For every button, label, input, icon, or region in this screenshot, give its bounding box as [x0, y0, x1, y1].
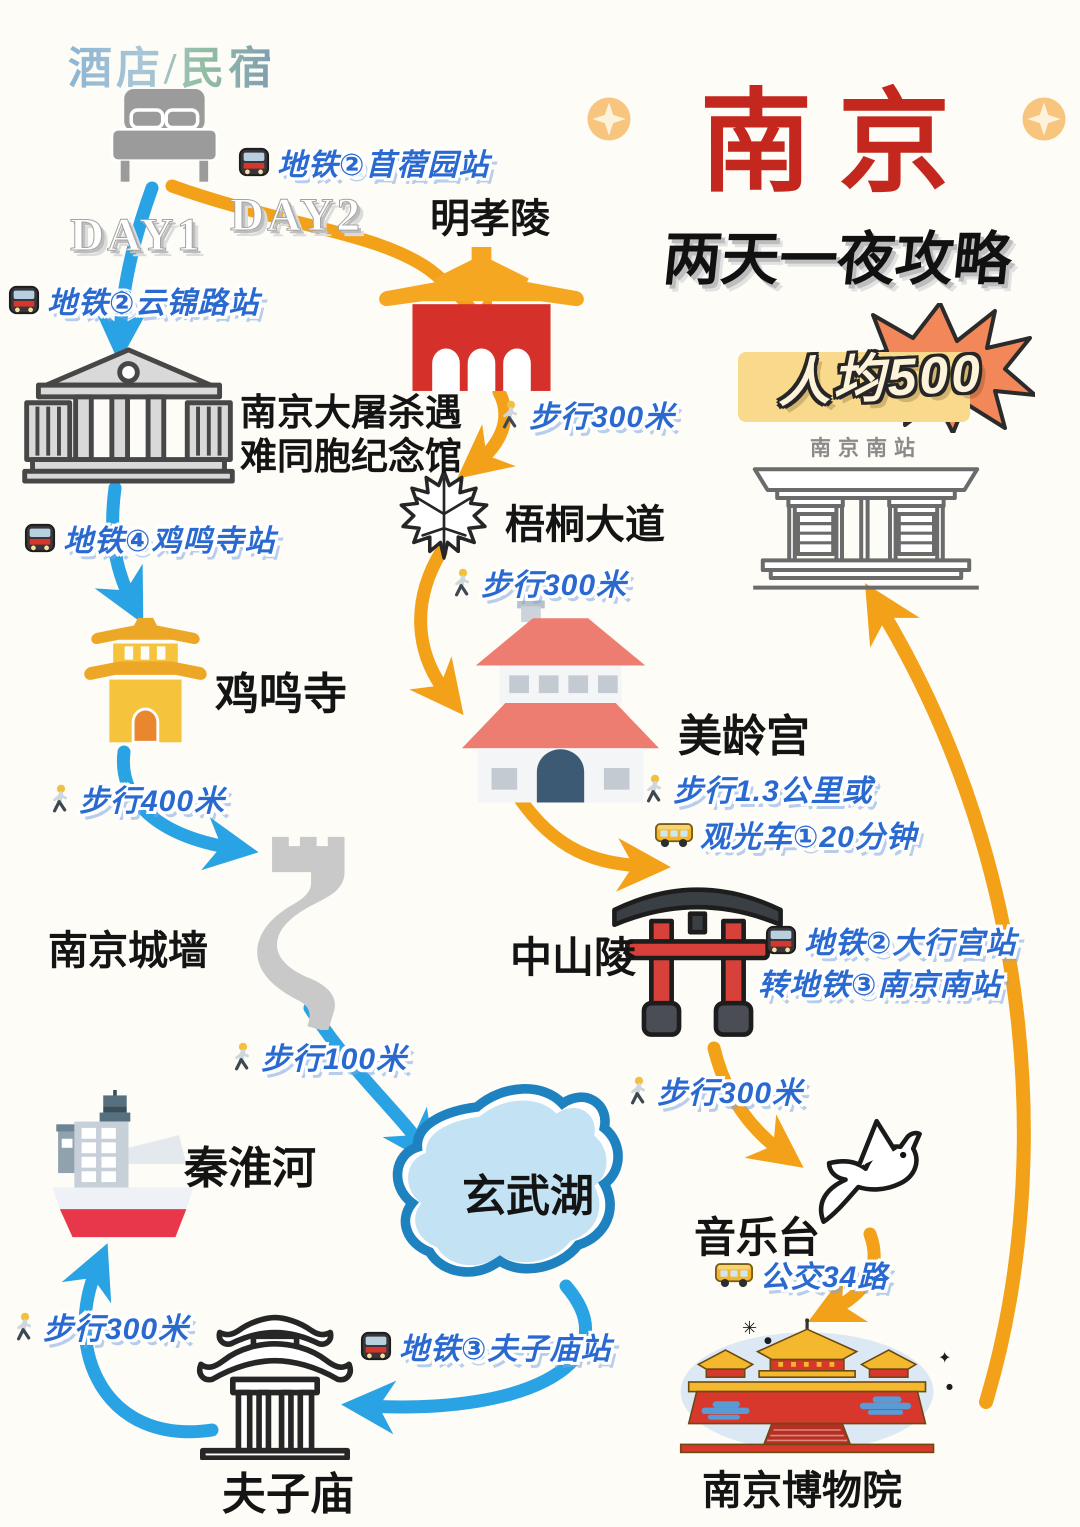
sparkle-icon: ✳ — [742, 1318, 758, 1339]
arrow-meiling-zhongshanling — [511, 789, 671, 892]
transit-text: 步行400米 — [79, 785, 226, 818]
transit-walk300-c: 步行300米 — [628, 1068, 803, 1112]
fuzimiao-gate-icon — [196, 1314, 354, 1460]
dove-icon — [818, 1118, 922, 1225]
spot-label-jimingsi: 鸡鸣寺 — [215, 670, 347, 719]
spot-label-chengqiang: 南京城墙 — [48, 928, 208, 973]
spot-label-mingxiaoling: 明孝陵 — [430, 196, 550, 241]
arrow-bowuyuan-station — [865, 583, 1031, 1409]
transit-text: 地铁②云锦路站 — [47, 287, 260, 320]
budget-badge-background — [738, 352, 970, 422]
transit-text: 步行1.3公里或 — [673, 775, 873, 808]
spot-label-meilinggong: 美龄宫 — [678, 712, 810, 761]
transit-text: 地铁③夫子庙站 — [399, 1333, 612, 1366]
arrow-zhongshanling-yinyuetai — [707, 1041, 804, 1168]
arrow-mingxiaoling-wutong — [456, 385, 516, 479]
metro-icon — [8, 285, 40, 315]
bus-icon — [655, 823, 693, 848]
transit-text: 转地铁③南京南站 — [758, 969, 1002, 1002]
sparkle-dot-icon: ● — [764, 1336, 772, 1346]
transit-text: 步行300米 — [43, 1313, 190, 1346]
day1-label: DAY1 — [69, 209, 204, 262]
transit-metro-muxuyuan: 地铁②苜蓿园站 — [238, 140, 489, 184]
day2-label: DAY2 — [229, 189, 364, 242]
transit-text: 步行300米 — [529, 401, 676, 434]
arrow-wutong-meiling — [409, 545, 464, 716]
walker-icon — [502, 400, 517, 429]
xuanwu-lake-icon — [392, 1084, 623, 1277]
coin-star-icon — [587, 97, 631, 141]
hotel-label: 酒店/民宿 — [68, 32, 276, 96]
spot-label-yinyuetai: 音乐台 — [694, 1216, 821, 1262]
transit-metro-daxinggong: 地铁②大行宫站 — [765, 918, 1016, 962]
sparkle-icon: ✦ — [938, 1348, 952, 1367]
transit-text: 步行100米 — [261, 1043, 408, 1076]
arrow-lake-fuzimiao — [341, 1279, 593, 1435]
arrow-jimingsi-wall — [116, 745, 259, 871]
zhongshanling-gate-icon — [612, 887, 783, 1037]
transit-metro-fuzimiao: 地铁③夫子庙站 — [360, 1324, 611, 1368]
metro-icon — [238, 147, 270, 177]
mingxiaoling-gate-icon — [379, 246, 584, 391]
transit-text: 步行300米 — [481, 569, 628, 602]
page-subtitle: 两天一夜攻略 — [659, 227, 1015, 292]
metro-icon — [360, 1331, 392, 1361]
walker-icon — [646, 774, 661, 803]
transit-metro-yunjinlu: 地铁②云锦路站 — [8, 278, 259, 322]
walker-icon — [630, 1076, 645, 1105]
city-wall-icon — [257, 836, 345, 1030]
spot-label-memorial: 南京大屠杀遇 难同胞纪念馆 — [240, 392, 462, 479]
memorial-museum-icon — [22, 347, 235, 484]
transit-text: 步行300米 — [657, 1077, 804, 1110]
coin-star-icon — [1022, 97, 1066, 141]
transit-walk100: 步行100米 — [232, 1034, 407, 1078]
station-name-label: 南京南站 — [810, 437, 922, 460]
memorial-line2: 难同胞纪念馆 — [240, 436, 462, 478]
jiming-temple-icon — [84, 617, 207, 744]
meiling-palace-icon — [461, 600, 660, 803]
spot-label-fuzimiao: 夫子庙 — [222, 1470, 354, 1519]
transit-metro-transfer: 转地铁③南京南站 — [758, 960, 1001, 1004]
arrow-memorial-jimingsi — [94, 481, 144, 624]
walker-icon — [234, 1042, 249, 1071]
walker-icon — [52, 784, 67, 813]
spot-label-qinhuaihe: 秦淮河 — [184, 1144, 316, 1193]
spot-label-xuanwuhu: 玄武湖 — [462, 1172, 594, 1221]
transit-text: 地铁②苜蓿园站 — [277, 149, 490, 182]
walker-icon — [454, 568, 469, 597]
nanjing-south-station-icon — [752, 467, 980, 590]
arrow-hotel-memorial — [94, 181, 159, 363]
metro-icon — [24, 523, 56, 553]
spot-label-wutong: 梧桐大道 — [505, 502, 665, 547]
transit-text: 地铁④鸡鸣寺站 — [63, 525, 276, 558]
transit-walk13km: 步行1.3公里或 — [644, 766, 873, 810]
bus-icon — [715, 1263, 753, 1288]
transit-bus34: 公交34路 — [715, 1252, 888, 1296]
transit-metro-jimingsi: 地铁④鸡鸣寺站 — [24, 516, 275, 560]
arrow-hotel-mingxiaoling — [165, 179, 493, 349]
transit-walk300-d: 步行300米 — [14, 1304, 189, 1348]
walker-icon — [16, 1312, 31, 1341]
transit-walk400: 步行400米 — [50, 776, 225, 820]
nanjing-museum-icon — [679, 1318, 935, 1454]
transit-walk300-b: 步行300米 — [452, 560, 627, 604]
spot-label-zhongshanling: 中山陵 — [510, 936, 637, 982]
sparkle-dot-icon: ● — [946, 1382, 953, 1391]
transit-sightseeing-bus: 观光车①20分钟 — [655, 812, 917, 856]
page-title: 南京 — [700, 82, 976, 206]
budget-badge: 人均500 — [776, 344, 985, 414]
spot-label-bowuyuan: 南京博物院 — [702, 1468, 902, 1513]
memorial-line1: 南京大屠杀遇 — [240, 393, 462, 434]
leaf-icon — [399, 469, 489, 560]
transit-text: 公交34路 — [760, 1261, 889, 1294]
transit-text: 地铁②大行宫站 — [804, 927, 1017, 960]
metro-icon — [765, 925, 797, 955]
arrow-fuzimiao-qinhuai — [61, 1243, 219, 1439]
transit-walk300-a: 步行300米 — [500, 392, 675, 436]
qinhuai-boat-icon — [52, 1090, 194, 1238]
arrow-yinyuetai-bowuyuan — [807, 1227, 881, 1323]
transit-text: 观光车①20分钟 — [700, 821, 917, 854]
bed-icon — [110, 89, 219, 182]
